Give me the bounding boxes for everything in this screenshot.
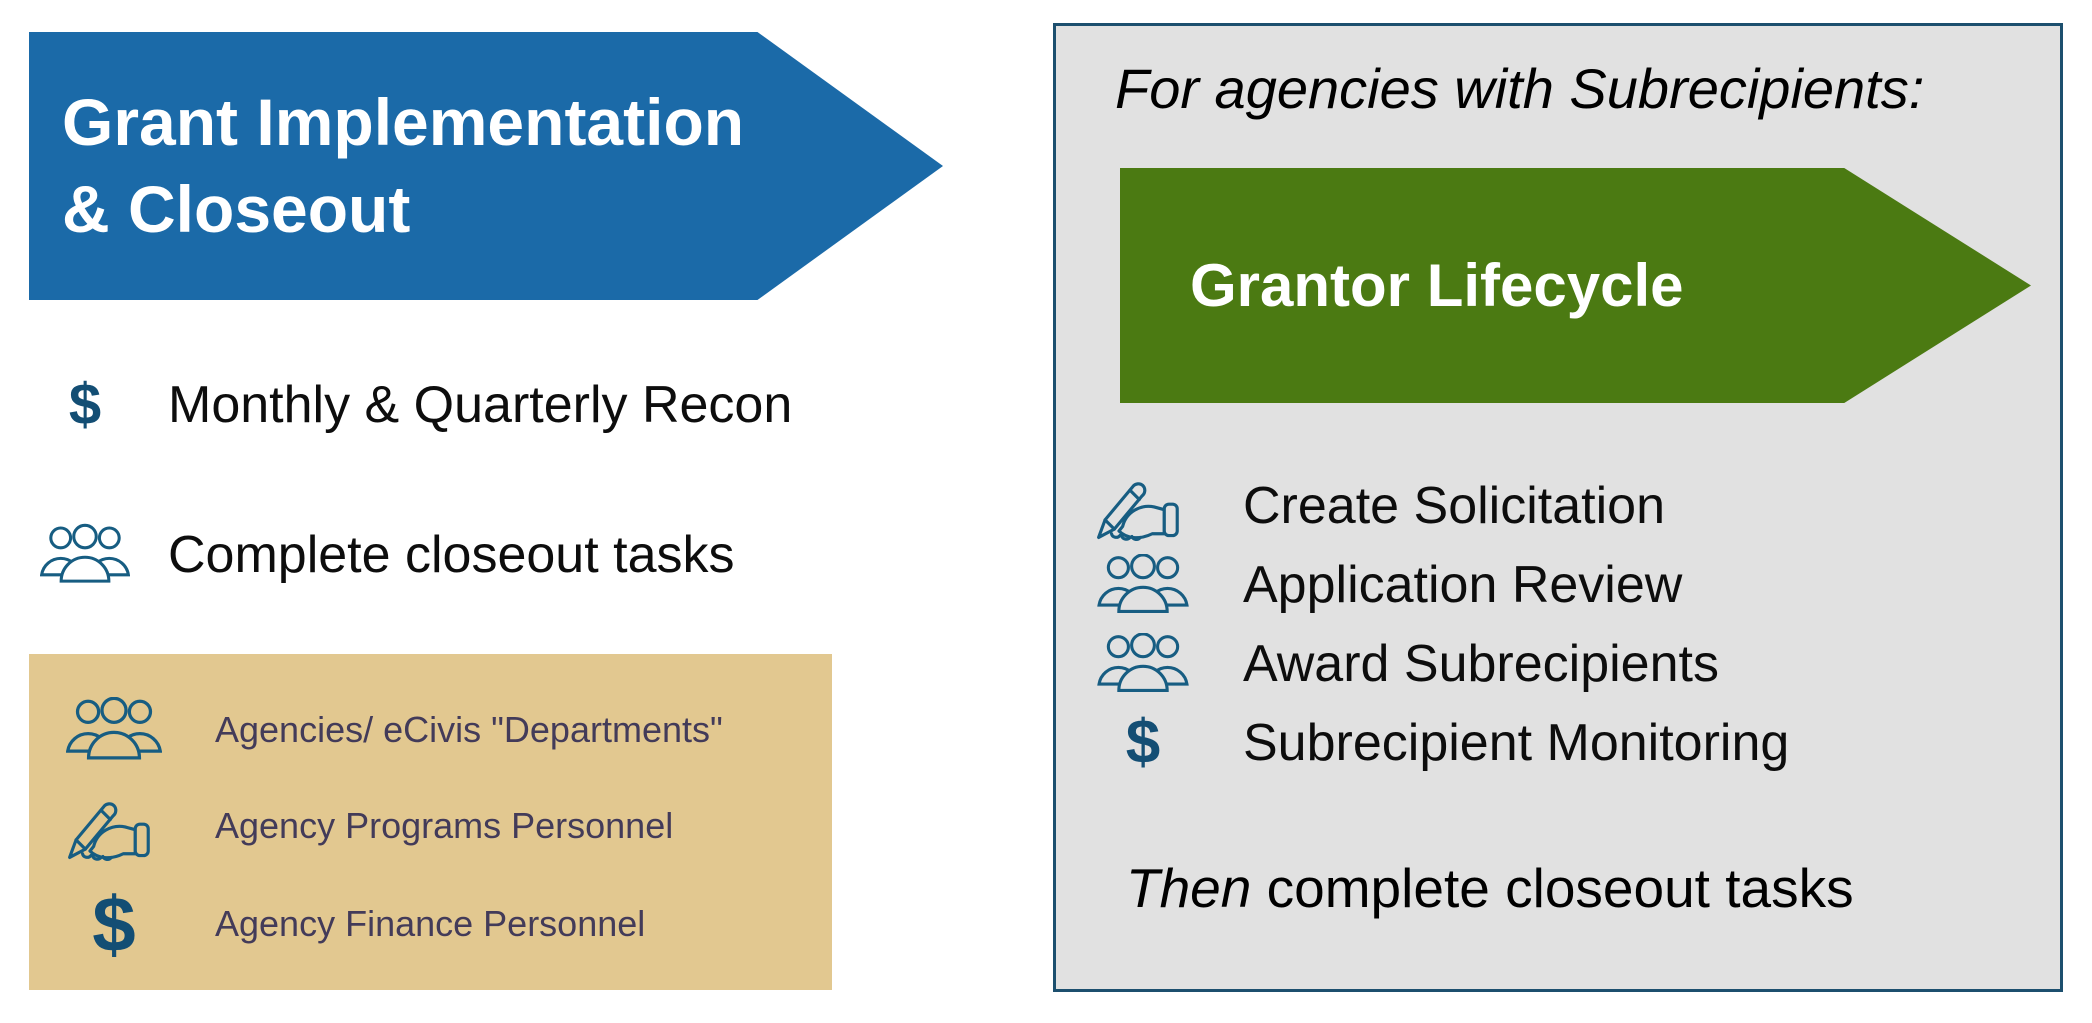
legend-item: $ Agency Finance Personnel: [59, 885, 645, 963]
people-icon: [40, 522, 130, 588]
panel-header: For agencies with Subrecipients:: [1115, 57, 1925, 120]
grant-implementation-arrow: Grant Implementation & Closeout: [29, 32, 943, 300]
grantor-lifecycle-arrow: Grantor Lifecycle: [1120, 168, 2031, 403]
legend-item: Agencies/ eCivis "Departments": [59, 697, 723, 763]
panel-footer: Then complete closeout tasks: [1126, 856, 1854, 920]
list-item-label: Complete closeout tasks: [168, 526, 735, 584]
panel-footer-emphasis: Then: [1126, 857, 1252, 919]
list-item-label: Monthly & Quarterly Recon: [168, 376, 793, 434]
blue-arrow-title-line1: Grant Implementation: [62, 85, 745, 159]
list-item-label: Subrecipient Monitoring: [1243, 714, 1790, 772]
legend-item-label: Agency Finance Personnel: [215, 903, 646, 944]
list-item-label: Create Solicitation: [1243, 477, 1665, 535]
legend-box: Agencies/ eCivis "Departments" Agency Pr…: [29, 654, 832, 990]
subrecipients-panel: For agencies with Subrecipients: Grantor…: [1053, 23, 2063, 992]
legend-item: Agency Programs Personnel: [59, 789, 673, 863]
writing-hand-icon: [64, 789, 164, 863]
list-item: Application Review: [1086, 554, 1682, 616]
dollar-icon: $: [92, 880, 136, 968]
writing-hand-icon: [1093, 469, 1193, 543]
dollar-icon: $: [1125, 708, 1161, 777]
list-item-label: Award Subrecipients: [1243, 635, 1719, 693]
list-item: $ Monthly & Quarterly Recon: [40, 375, 792, 435]
people-icon: [66, 697, 162, 763]
list-item: Create Solicitation: [1086, 469, 1665, 543]
list-item: Award Subrecipients: [1086, 633, 1719, 695]
dollar-icon: $: [68, 372, 102, 437]
list-item-label: Application Review: [1243, 556, 1683, 614]
people-icon: [1097, 633, 1189, 695]
list-item: $ Subrecipient Monitoring: [1086, 708, 1790, 777]
blue-arrow-title-line2: & Closeout: [62, 172, 411, 246]
panel-footer-text: complete closeout tasks: [1251, 857, 1854, 919]
legend-item-label: Agencies/ eCivis "Departments": [215, 709, 723, 750]
legend-item-label: Agency Programs Personnel: [215, 805, 674, 846]
people-icon: [1097, 554, 1189, 616]
list-item: Complete closeout tasks: [40, 522, 735, 588]
green-arrow-title: Grantor Lifecycle: [1190, 251, 1684, 319]
